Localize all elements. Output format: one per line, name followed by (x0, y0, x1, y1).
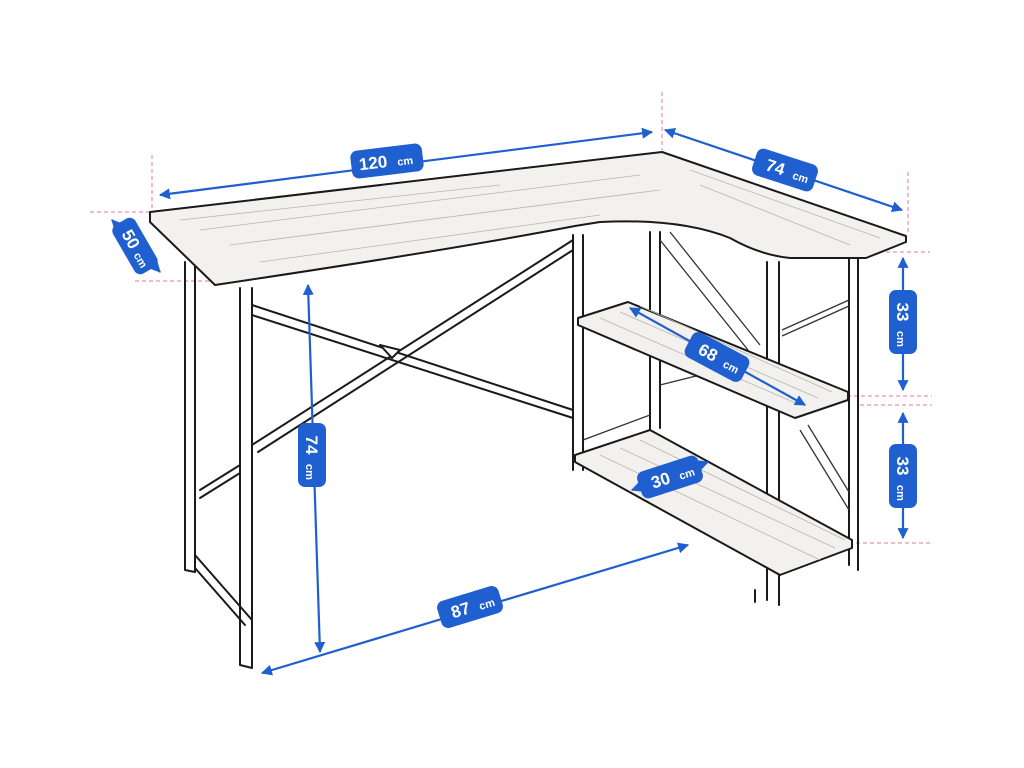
dimension-badge-desk-height: 74 cm (298, 423, 326, 487)
dimension-unit: cm (397, 155, 414, 169)
dimension-value: 30 (649, 469, 673, 493)
dimension-value: 33 (893, 303, 912, 322)
dimension-badge-top-width: 120 cm (350, 143, 424, 179)
dimension-value: 33 (893, 457, 912, 476)
dimension-badge-upper-shelf-gap: 33 cm (889, 290, 917, 354)
dimension-badge-shelf-length: 68 cm (684, 332, 750, 382)
dimension-badge-lower-shelf-gap: 33 cm (889, 444, 917, 508)
dimension-badge-shelf-depth: 30 cm (637, 455, 703, 499)
dimension-badge-return-length: 74 cm (752, 148, 818, 192)
dimension-value: 87 (449, 599, 473, 623)
lower-shelf (574, 429, 853, 576)
dimension-unit: cm (678, 466, 697, 482)
dimension-badge-footprint-width: 87 cm (437, 585, 503, 629)
dimension-unit: cm (791, 170, 810, 186)
guide-lines (90, 92, 932, 544)
dimension-unit: cm (303, 464, 315, 480)
dimension-unit: cm (894, 485, 906, 501)
dimension-unit: cm (478, 597, 497, 613)
dimension-value: 74 (302, 436, 321, 455)
dimension-value: 120 (358, 152, 388, 174)
desk-frame-left (184, 239, 574, 669)
dimension-badge-desk-depth: 50 cm (112, 217, 158, 275)
dimension-unit: cm (894, 331, 906, 347)
